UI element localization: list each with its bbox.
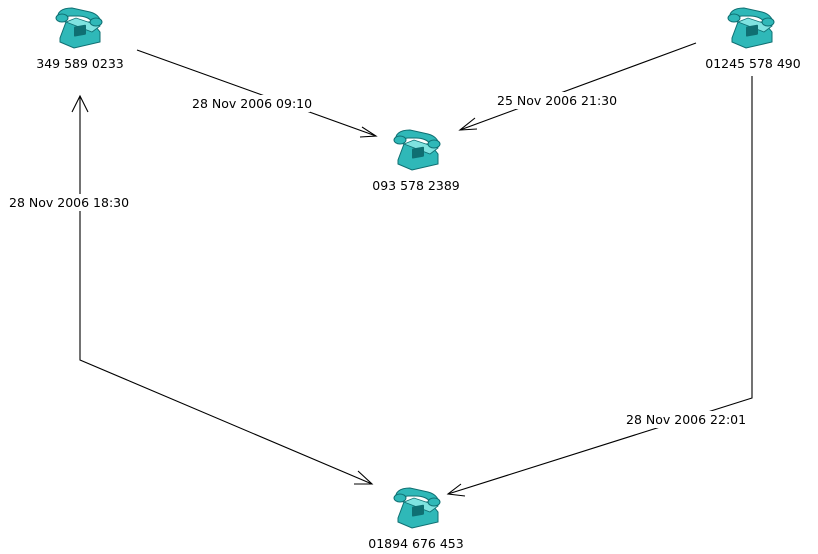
arrow-head xyxy=(359,126,378,138)
arrow-head xyxy=(71,94,89,113)
node-label: 349 589 0233 xyxy=(36,56,123,71)
edge-label-background xyxy=(190,95,310,112)
edge-line xyxy=(447,76,753,495)
edge-label-e3: 28 Nov 2006 18:30 xyxy=(9,195,129,210)
edge-label-background xyxy=(7,194,155,211)
telephone-icon xyxy=(55,7,103,49)
edge-01245-to-01894[interactable]: 28 Nov 2006 22:01 xyxy=(446,76,774,497)
edge-line xyxy=(136,49,377,137)
edge-01245-to-093[interactable]: 25 Nov 2006 21:30 xyxy=(458,42,697,131)
node-093-578-2389[interactable]: 093 578 2389 xyxy=(372,129,460,193)
edge-label-background xyxy=(624,411,774,428)
edge-label-e4: 28 Nov 2006 22:01 xyxy=(626,412,746,427)
edge-label-e2: 25 Nov 2006 21:30 xyxy=(497,93,617,108)
node-label: 093 578 2389 xyxy=(372,178,460,193)
arrow-head xyxy=(458,117,478,131)
edge-01894-to-349[interactable]: 28 Nov 2006 18:30 xyxy=(7,94,374,485)
edge-line xyxy=(79,96,373,485)
node-label: 01894 676 453 xyxy=(368,536,463,551)
telephone-icon xyxy=(393,129,441,171)
node-01894-676-453[interactable]: 01894 676 453 xyxy=(368,487,464,551)
node-01245-578-490[interactable]: 01245 578 490 xyxy=(705,7,801,71)
arrow-head-tail xyxy=(354,470,374,485)
node-label: 01245 578 490 xyxy=(705,56,800,71)
edge-349-to-093[interactable]: 28 Nov 2006 09:10 xyxy=(136,49,378,138)
edge-label-e1: 28 Nov 2006 09:10 xyxy=(192,96,312,111)
telephone-icon xyxy=(727,7,775,49)
edge-line xyxy=(459,42,697,131)
arrow-head xyxy=(446,483,466,497)
node-349-589-0233[interactable]: 349 589 0233 xyxy=(36,7,124,71)
telephone-icon xyxy=(393,487,441,529)
edge-label-background xyxy=(494,92,614,109)
